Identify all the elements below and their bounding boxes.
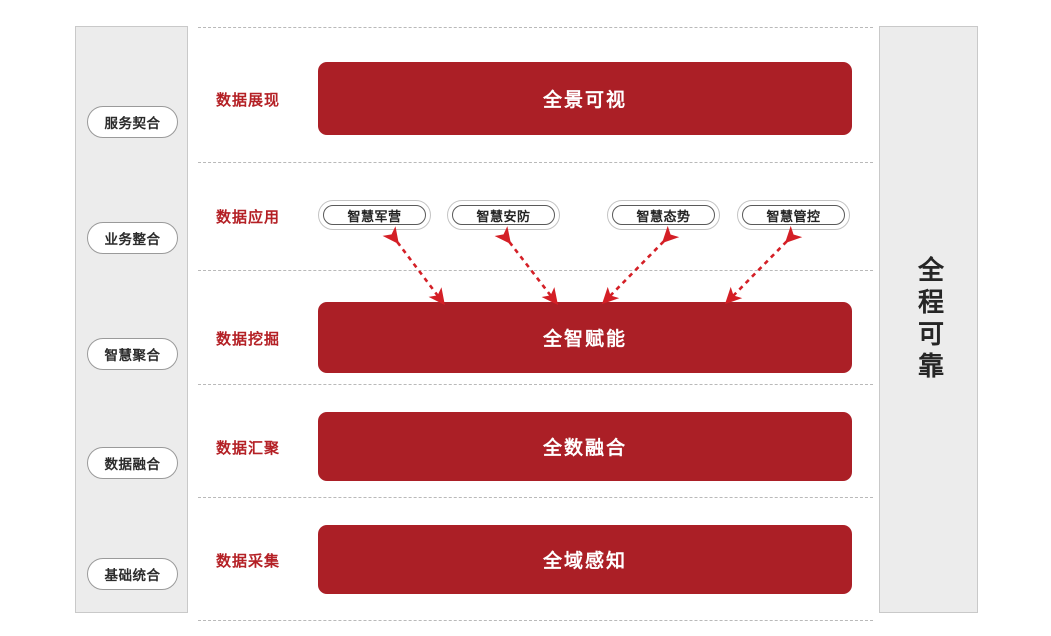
app-pill-smart-management[interactable]: 智慧管控 [737,200,850,230]
vertical-headline-text: 全程可靠 [914,255,945,384]
row-separator-4 [198,497,873,498]
stage-pill-3-label: 智慧聚合 [104,348,161,363]
capability-bar-5-label: 全域感知 [542,551,627,572]
connector-arrow-4 [724,225,803,305]
app-pill-smart-barracks[interactable]: 智慧军营 [318,200,431,230]
stage-pill-5-label: 基础统合 [104,568,161,583]
row-label-data-mining: 数据挖掘 [216,331,281,348]
row-separator-3 [198,384,873,385]
connector-arrow-1 [382,226,445,306]
app-pill-smart-security-label: 智慧安防 [452,205,555,225]
row-separator-bottom [198,620,873,621]
app-pill-smart-security[interactable]: 智慧安防 [447,200,560,230]
capability-bar-full-intelligence-enablement[interactable]: 全智赋能 [318,302,852,373]
capability-bar-global-perception[interactable]: 全域感知 [318,525,852,594]
stage-pill-1-label: 服务契合 [104,116,161,131]
stage-pill-4-label: 数据融合 [104,457,161,472]
row-label-data-aggregation: 数据汇聚 [216,440,281,457]
vertical-headline: 全程可靠 [880,27,977,612]
capability-bar-4-label: 全数融合 [542,438,627,459]
capability-bar-1-label: 全景可视 [542,90,627,111]
connector-arrow-3 [601,225,680,305]
stage-pill-5[interactable]: 基础统合 [87,558,178,590]
stage-pill-4[interactable]: 数据融合 [87,447,178,479]
row-separator-1 [198,162,873,163]
capability-bar-full-data-fusion[interactable]: 全数融合 [318,412,852,481]
stage-pill-2[interactable]: 业务整合 [87,222,178,254]
stage-pill-3[interactable]: 智慧聚合 [87,338,178,370]
app-pill-smart-management-label: 智慧管控 [742,205,845,225]
row-separator-top [198,27,873,28]
connector-arrow-2 [494,226,558,306]
row-label-data-application: 数据应用 [216,209,281,226]
right-reliability-panel: 全程可靠 [879,26,978,613]
app-pill-smart-situation-label: 智慧态势 [612,205,715,225]
capability-bar-panoramic-visualization[interactable]: 全景可视 [318,62,852,135]
stage-pill-1[interactable]: 服务契合 [87,106,178,138]
stage-pill-2-label: 业务整合 [104,232,161,247]
app-pill-smart-situation[interactable]: 智慧态势 [607,200,720,230]
row-label-data-presentation: 数据展现 [216,92,281,109]
app-pill-smart-barracks-label: 智慧军营 [323,205,426,225]
row-separator-2 [198,270,873,271]
capability-bar-3-label: 全智赋能 [542,329,627,350]
left-stage-panel: 服务契合 业务整合 智慧聚合 数据融合 基础统合 [75,26,188,613]
row-label-data-collection: 数据采集 [216,553,281,570]
